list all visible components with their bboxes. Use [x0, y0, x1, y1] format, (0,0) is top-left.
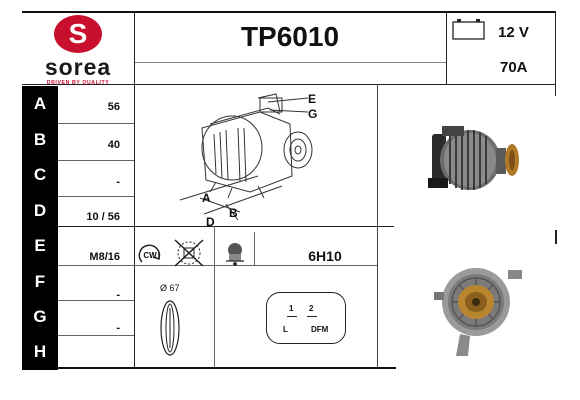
row-letter-g: G — [22, 299, 58, 335]
row-value-a: 56 — [107, 101, 120, 113]
connector-pin2: 2 — [309, 304, 314, 313]
row-value-c: - — [116, 176, 120, 188]
voltage-value: 12 V — [498, 24, 529, 41]
no-fan-icon — [174, 239, 204, 267]
row-letter-h: H — [22, 334, 58, 370]
connector-pin-l: L — [283, 325, 288, 334]
sorea-emblem-icon: S — [54, 15, 102, 53]
alternator-front-photo — [434, 268, 522, 356]
row-letter-d: D — [22, 193, 58, 229]
row-value-f: - — [116, 289, 120, 301]
row-letter-b: B — [22, 122, 58, 158]
connector-plug-icon: 1 2 L DFM — [266, 292, 346, 344]
svg-text:S: S — [69, 18, 88, 49]
alternator-diagram: E G A B D — [179, 92, 317, 226]
brand-logo: S sorea DRIVEN BY QUALITY — [22, 12, 134, 86]
pulley-icon — [160, 300, 180, 356]
rotation-cw-icon: CW — [138, 244, 161, 263]
row-letter-c: C — [22, 157, 58, 193]
alternator-side-photo — [428, 126, 519, 190]
row-value-d: 10 / 56 — [86, 211, 120, 223]
row-letter-f: F — [22, 264, 58, 300]
connector-pin1: 1 — [289, 304, 294, 313]
connector-pin-dfm: DFM — [311, 325, 329, 334]
diagram-label-d: D — [206, 215, 215, 226]
clock-position-code: 6H10 — [308, 248, 342, 264]
row-value-b: 40 — [107, 139, 120, 151]
pulley-diameter: Ø 67 — [160, 283, 180, 293]
regulator-icon — [226, 243, 244, 266]
row-letter-a: A — [22, 86, 58, 122]
diagram-label-a: A — [202, 191, 211, 205]
battery-icon — [452, 19, 485, 40]
row-value-e: M8/16 — [89, 251, 120, 263]
diagram-label-e: E — [308, 92, 316, 106]
row-letter-e: E — [22, 228, 58, 264]
brand-name: sorea — [44, 54, 112, 80]
amperage-value: 70A — [500, 59, 528, 76]
diagram-label-g: G — [308, 107, 317, 121]
rotation-label: CW — [143, 251, 157, 260]
diagram-label-b: B — [229, 206, 238, 220]
part-code: TP6010 — [240, 21, 340, 52]
row-value-g: - — [116, 322, 120, 334]
brand-tagline: DRIVEN BY QUALITY — [46, 80, 110, 86]
